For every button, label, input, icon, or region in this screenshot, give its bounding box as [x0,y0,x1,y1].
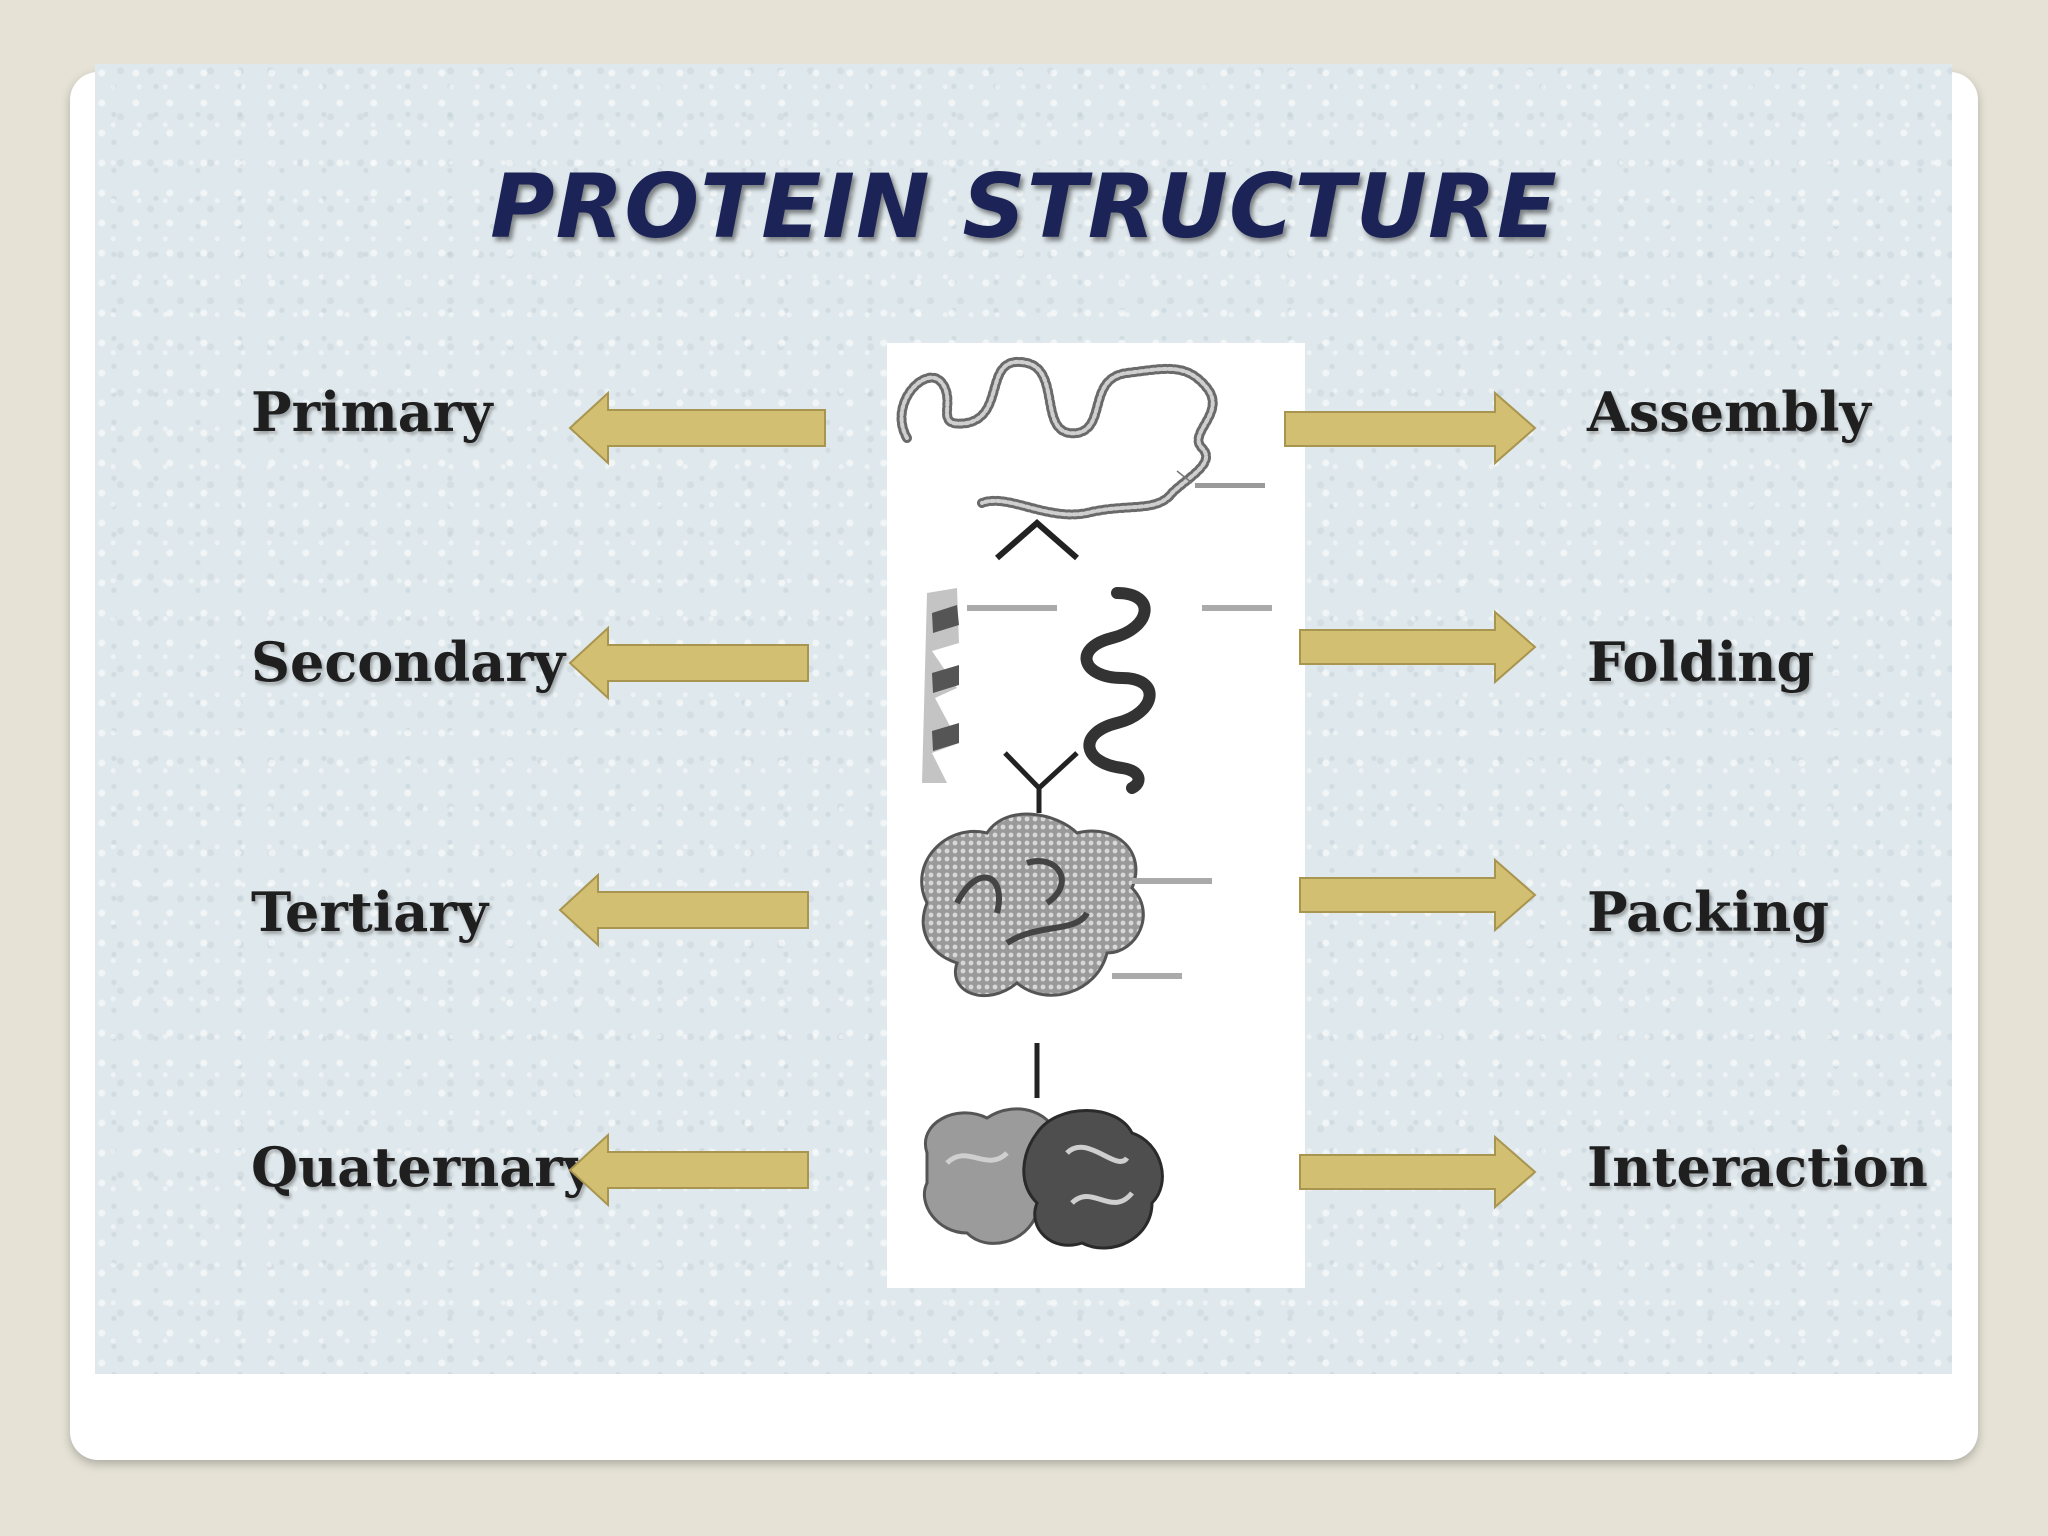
label-quaternary: Quaternary [251,1135,595,1199]
label-tertiary: Tertiary [251,880,489,944]
arrow-left-tertiary [558,872,809,948]
protein-structure-illustration [887,343,1305,1288]
arrow-right-interaction [1299,1134,1537,1210]
quaternary-complex-icon [922,1107,1164,1250]
beta-sheet-icon [922,588,1057,783]
label-assembly: Assembly [1587,380,1871,444]
arrow-left-primary [568,390,826,466]
primary-chain-icon [896,356,1265,520]
label-packing: Packing [1587,880,1829,944]
label-primary: Primary [251,380,493,444]
label-secondary: Secondary [251,630,566,694]
label-interaction: Interaction [1587,1135,1928,1199]
merge-arrow-icon [1003,751,1079,813]
arrow-left-secondary [568,625,809,701]
arrow-right-assembly [1284,390,1537,466]
arrow-right-packing [1299,857,1537,933]
arrow-right-folding [1299,609,1537,685]
slide-title: PROTEIN STRUCTURE [490,155,1558,258]
chevron-up-icon [995,519,1079,561]
label-folding: Folding [1587,630,1815,694]
tertiary-fold-icon [920,812,1212,998]
alpha-helix-icon [1080,587,1272,794]
arrow-left-quaternary [568,1132,809,1208]
